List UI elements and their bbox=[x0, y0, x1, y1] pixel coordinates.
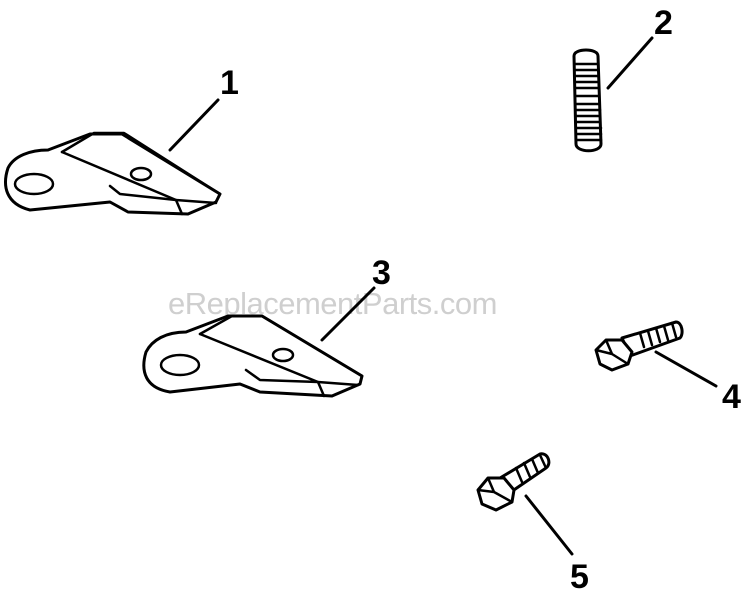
part-4-hex-bolt[interactable] bbox=[594, 320, 684, 372]
callout-4[interactable]: 4 bbox=[722, 378, 741, 416]
leader-1 bbox=[168, 98, 220, 152]
leader-3 bbox=[320, 286, 376, 342]
leader-4 bbox=[654, 350, 718, 388]
callout-3[interactable]: 3 bbox=[372, 254, 391, 292]
leader-2 bbox=[606, 36, 654, 90]
leader-5 bbox=[524, 494, 574, 556]
callout-5[interactable]: 5 bbox=[570, 558, 589, 596]
callout-1[interactable]: 1 bbox=[220, 64, 239, 102]
part-1-bracket[interactable] bbox=[4, 131, 222, 216]
part-5-hex-bolt[interactable] bbox=[476, 452, 551, 512]
part-2-stud[interactable] bbox=[572, 48, 603, 153]
callout-2[interactable]: 2 bbox=[654, 4, 673, 42]
watermark-text: eReplacementParts.com bbox=[168, 286, 497, 321]
part-3-bracket[interactable] bbox=[142, 314, 364, 398]
